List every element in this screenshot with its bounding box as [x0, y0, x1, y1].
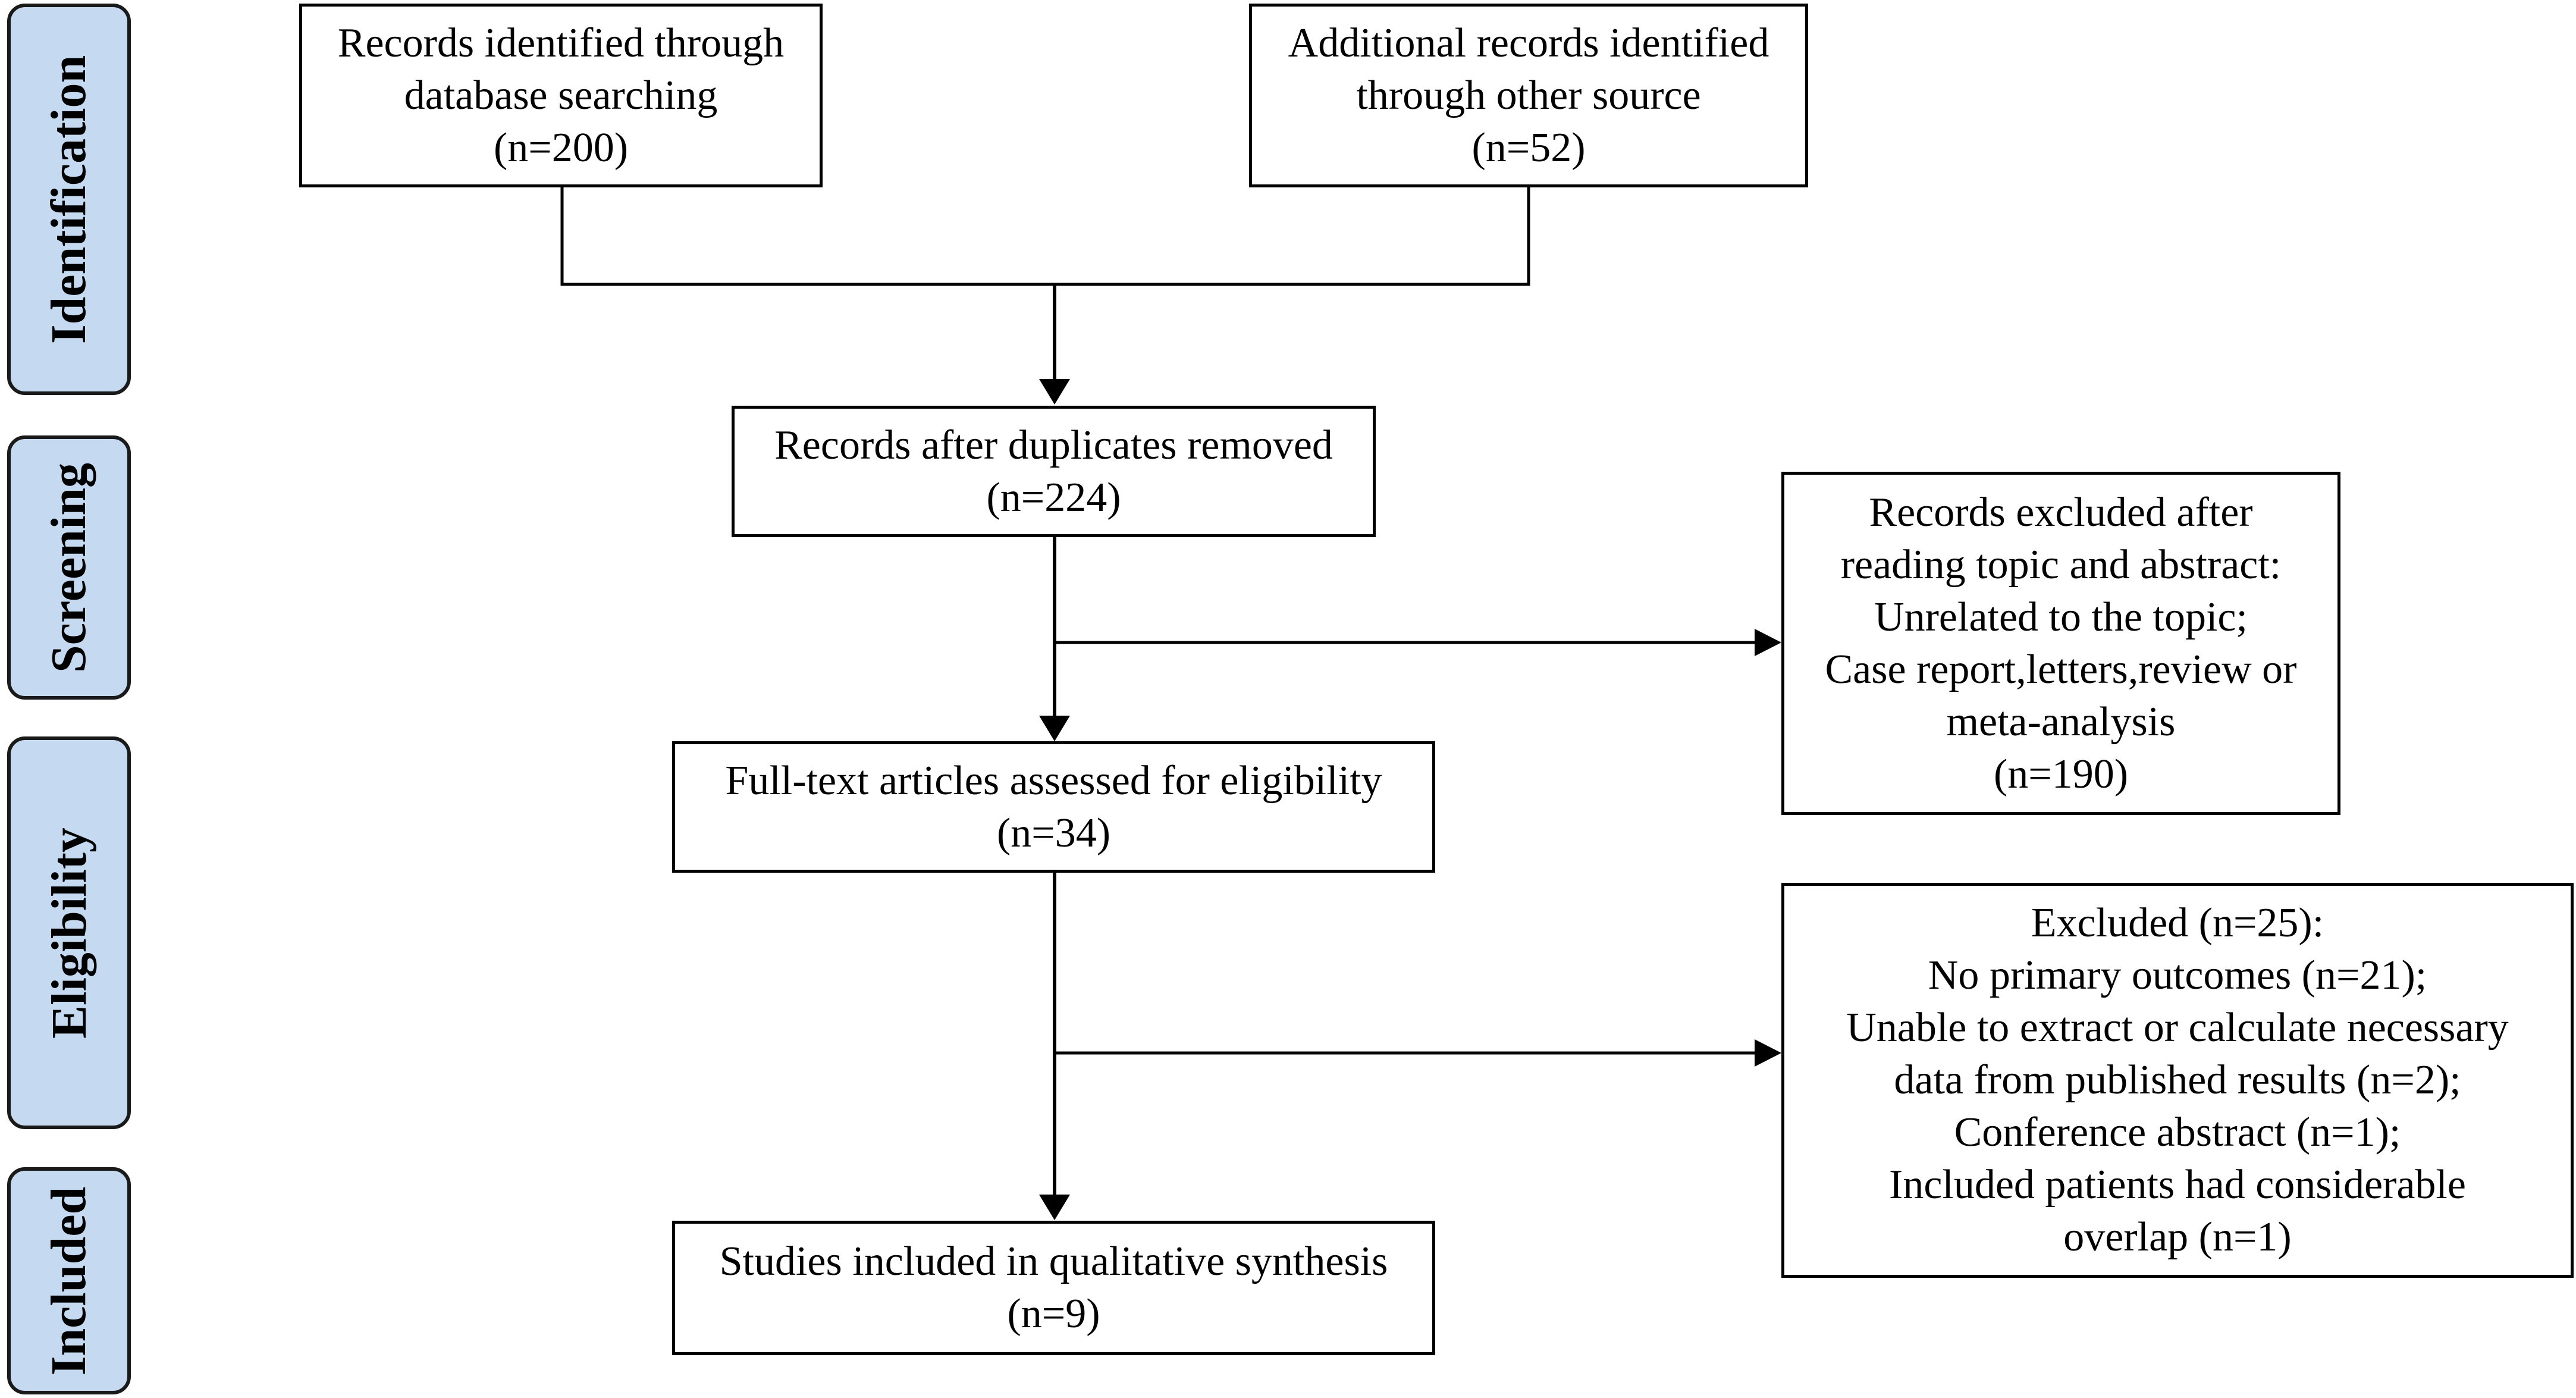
box-other-source-records: Additional records identified through ot… [1249, 4, 1808, 187]
box-database-records-line-1: Records identified through [337, 20, 785, 66]
box-excluded-screening-line-2: reading topic and abstract: [1840, 541, 2282, 588]
arrowhead-included [1039, 1195, 1070, 1220]
box-deduplicated-records: Records after duplicates removed (n=224) [732, 406, 1376, 537]
arrowhead-excluded-eligibility [1755, 1039, 1781, 1067]
box-database-records-line-3: (n=200) [493, 124, 629, 171]
box-excluded-screening-line-3: Unrelated to the topic; [1874, 594, 2248, 640]
box-database-records-line-2: database searching [404, 72, 718, 118]
box-excluded-eligibility-line-7: overlap (n=1) [2063, 1214, 2292, 1260]
stage-included-label: Included [41, 1186, 97, 1375]
box-excluded-screening-line-5: meta-analysis [1946, 698, 2176, 745]
box-excluded-eligibility-line-2: No primary outcomes (n=21); [1928, 952, 2427, 998]
box-excluded-screening-line-4: Case report,letters,review or [1825, 646, 2297, 692]
box-studies-included-line-2: (n=9) [1007, 1291, 1100, 1337]
stage-eligibility-label: Eligibility [41, 827, 97, 1039]
merge-connector [560, 186, 1530, 286]
box-excluded-eligibility-line-6: Included patients had considerable [1889, 1162, 2466, 1208]
box-other-source-records-line-1: Additional records identified [1288, 20, 1769, 66]
stage-identification-label: Identification [41, 55, 97, 344]
box-studies-included-line-1: Studies included in qualitative synthesi… [719, 1239, 1388, 1284]
box-excluded-screening: Records excluded after reading topic and… [1781, 472, 2340, 815]
stage-screening: Screening [7, 435, 131, 700]
stage-screening-label: Screening [41, 462, 97, 673]
stage-identification: Identification [7, 4, 131, 395]
box-excluded-screening-line-6: (n=190) [1993, 751, 2129, 797]
stage-eligibility: Eligibility [7, 736, 131, 1129]
box-deduplicated-records-line-1: Records after duplicates removed [774, 422, 1333, 468]
arrowhead-excluded-screening [1755, 629, 1781, 656]
box-database-records: Records identified through database sear… [299, 4, 823, 187]
stage-included: Included [7, 1167, 131, 1394]
box-excluded-eligibility-line-5: Conference abstract (n=1); [1954, 1109, 2401, 1155]
box-fulltext-assessed: Full-text articles assessed for eligibil… [672, 741, 1435, 873]
box-fulltext-assessed-line-1: Full-text articles assessed for eligibil… [725, 757, 1382, 804]
box-excluded-eligibility-line-4: data from published results (n=2); [1894, 1057, 2461, 1103]
box-other-source-records-line-2: through other source [1356, 72, 1701, 118]
box-fulltext-assessed-line-2: (n=34) [996, 810, 1111, 856]
arrowhead-deduplicated [1039, 379, 1070, 405]
box-other-source-records-line-3: (n=52) [1471, 124, 1586, 171]
box-excluded-screening-line-1: Records excluded after [1869, 489, 2253, 535]
box-excluded-eligibility-line-3: Unable to extract or calculate necessary [1846, 1005, 2509, 1051]
box-excluded-eligibility: Excluded (n=25): No primary outcomes (n=… [1781, 883, 2574, 1278]
box-excluded-eligibility-line-1: Excluded (n=25): [2031, 900, 2324, 946]
box-deduplicated-records-line-2: (n=224) [986, 474, 1121, 521]
arrowhead-fulltext [1039, 716, 1070, 741]
box-studies-included: Studies included in qualitative synthesi… [672, 1221, 1435, 1355]
